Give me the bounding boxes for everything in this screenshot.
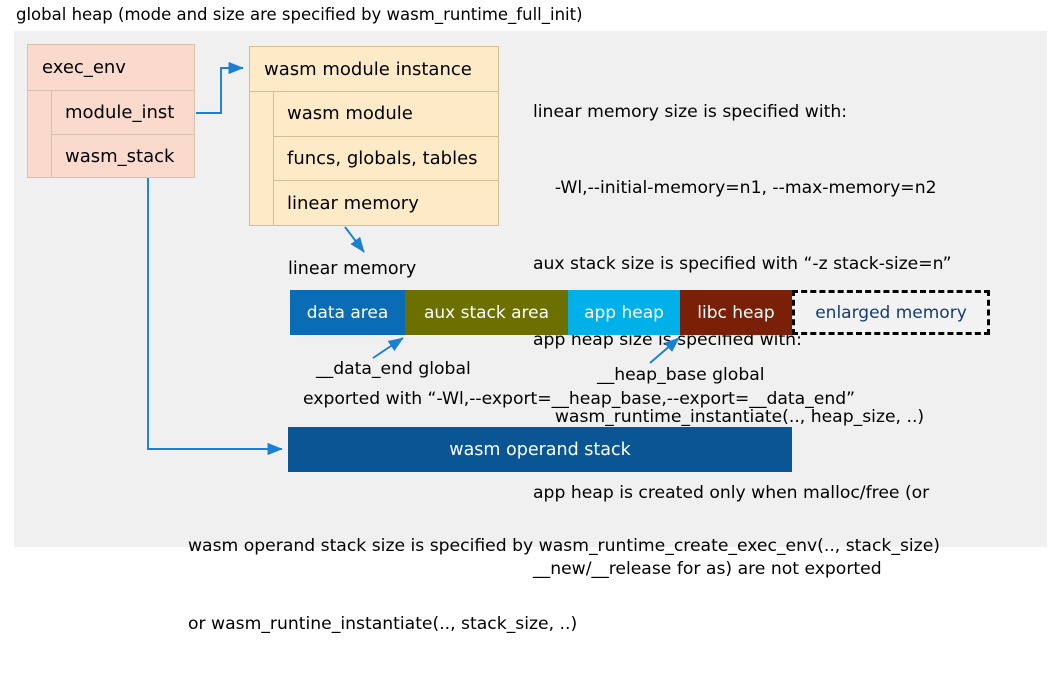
exec-env-header: exec_env xyxy=(28,45,194,91)
row-wasm-module: wasm module xyxy=(274,92,498,137)
wasm-module-instance-body: wasm module funcs, globals, tables linea… xyxy=(250,92,498,226)
linear-memory-label: linear memory xyxy=(288,259,417,279)
row-linear-memory: linear memory xyxy=(287,192,419,214)
annotation-heap-base: __heap_base global xyxy=(597,365,765,385)
exec-env-body: module_inst wasm_stack xyxy=(28,91,194,178)
note-line-4: app heap size is specified with: xyxy=(533,330,802,351)
bottom-line-2: or wasm_runtine_instantiate(.., stack_si… xyxy=(188,614,578,634)
wasm-module-instance-box: wasm module instance wasm module funcs, … xyxy=(249,46,499,226)
memory-segment-app-heap: app heap xyxy=(568,290,680,335)
wasm-module-instance-rows: wasm module funcs, globals, tables linea… xyxy=(274,92,498,226)
wasm-module-instance-gutter xyxy=(250,92,274,226)
memory-segment-data-area: data area xyxy=(290,290,405,335)
note-line-2: -Wl,--initial-memory=n1, --max-memory=n2 xyxy=(533,178,937,199)
page-title: global heap (mode and size are specified… xyxy=(16,5,583,24)
exec-env-row-module-inst: module_inst xyxy=(52,91,194,135)
wasm-operand-stack-bar: wasm operand stack xyxy=(288,427,792,472)
wasm-module-instance-header: wasm module instance xyxy=(250,47,498,92)
memory-segment-enlarged-memory: enlarged memory xyxy=(792,290,990,335)
diagram-canvas: global heap (mode and size are specified… xyxy=(14,5,1047,634)
bottom-text-block: wasm operand stack size is specified by … xyxy=(188,481,940,689)
note-line-6: app heap is created only when malloc/fre… xyxy=(533,482,930,503)
row-funcs-globals-tables: funcs, globals, tables xyxy=(274,137,498,182)
memory-segment-aux-stack-area: aux stack area xyxy=(405,290,568,335)
annotation-data-end: __data_end global xyxy=(316,359,471,379)
exec-env-rows: module_inst wasm_stack xyxy=(52,91,194,178)
linear-memory-bar: data area aux stack area app heap libc h… xyxy=(290,290,990,335)
note-line-5: wasm_runtime_instantiate(.., heap_size, … xyxy=(533,406,925,427)
bottom-line-1: wasm operand stack size is specified by … xyxy=(188,536,940,556)
exec-env-gutter xyxy=(28,91,52,178)
note-line-3: aux stack size is specified with “-z sta… xyxy=(533,254,952,275)
annotation-exported-flags: exported with “-Wl,--export=__heap_base,… xyxy=(303,389,856,409)
exec-env-row-wasm-stack: wasm_stack xyxy=(65,145,175,167)
note-line-1: linear memory size is specified with: xyxy=(533,101,848,122)
notes-block: linear memory size is specified with: -W… xyxy=(533,49,1033,633)
exec-env-box: exec_env module_inst wasm_stack xyxy=(27,44,195,178)
memory-segment-libc-heap: libc heap xyxy=(680,290,792,335)
